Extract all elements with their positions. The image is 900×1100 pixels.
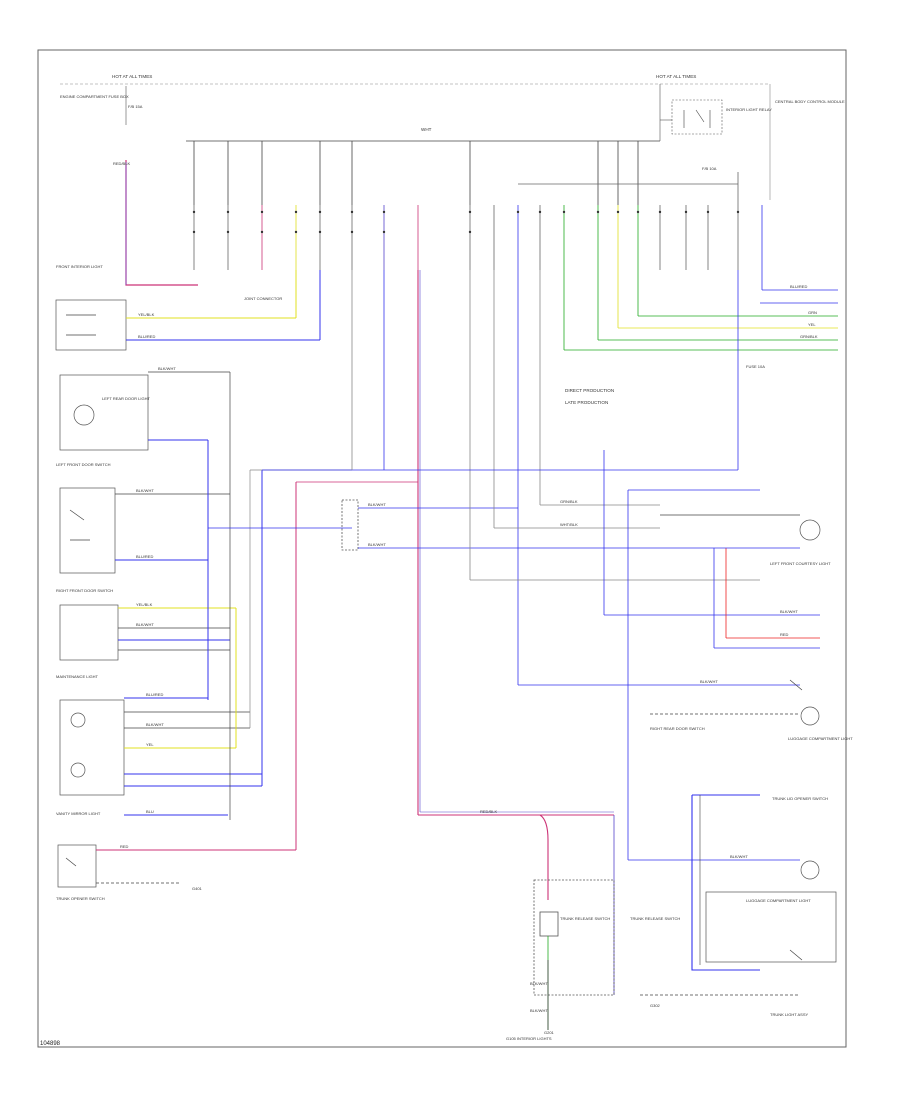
- luggage-light-label: LUGGAGE COMPARTMENT LIGHT: [788, 736, 853, 741]
- wire-label-blkwht-11: BLK/WHT: [530, 1008, 548, 1013]
- wire-label-whtblk-1: WHT/BLK: [560, 522, 578, 527]
- body-module-label: CENTRAL BODY CONTROL MODULE: [775, 99, 845, 104]
- wire-label-blured-1: BLU/RED: [138, 334, 155, 339]
- top-power-section: HOT AT ALL TIMES HOT AT ALL TIMES ENGINE…: [60, 74, 845, 286]
- trunk-release-label: TRUNK RELEASE SWITCH: [560, 916, 610, 921]
- map-light-label: FRONT INTERIOR LIGHT: [56, 264, 103, 269]
- trunk-lid-wire: [691, 794, 760, 971]
- trunk-lid-switch-label: TRUNK LID OPENER SWITCH: [772, 796, 828, 801]
- wire-label-yel-2: YEL: [808, 322, 816, 327]
- trunk-lid-module: [705, 891, 837, 963]
- fuse-left-label: F/B 15A: [128, 104, 143, 109]
- ground-mid-label: G201: [544, 1030, 555, 1035]
- wire-label-blu-1: BLU: [146, 809, 154, 814]
- wire-label-blured-3: BLU/RED: [146, 692, 163, 697]
- lh-courtesy-label: LUGGAGE COMPARTMENT LIGHT: [746, 898, 811, 903]
- wire-label-blkwht-7: BLK/WHT: [700, 679, 718, 684]
- luggage-bulb: [800, 706, 820, 726]
- wire-label-grnblk-2: GRN/BLK: [800, 334, 818, 339]
- interior-light-relay: [671, 99, 723, 135]
- late-production-note: LATE PRODUCTION: [565, 400, 608, 405]
- wire-label-blkwht-9: BLK/WHT: [730, 854, 748, 859]
- wire-label-yel-1: YEL: [146, 742, 154, 747]
- right-front-switch-box: [59, 604, 119, 661]
- diagram-frame: [37, 49, 847, 1048]
- trunk-opener-switch-box: [57, 844, 97, 888]
- lf-switch-label: LEFT FRONT DOOR SWITCH: [56, 462, 111, 467]
- joint-connector-label: JOINT CONNECTOR: [244, 296, 282, 301]
- left-rear-bulb: [73, 404, 95, 426]
- courtesy-lamp-label: LEFT FRONT COURTESY LIGHT: [770, 561, 831, 566]
- wire-label-blkwht-10: BLK/WHT: [530, 981, 548, 986]
- ground-right-label: G302: [650, 1003, 661, 1008]
- page-id: 104898: [40, 1041, 61, 1047]
- wire-label-blkwht-4: BLK/WHT: [146, 722, 164, 727]
- wire-label-red-2: RED: [780, 632, 789, 637]
- left-components: FRONT INTERIOR LIGHT YEL/BLK BLU/RED LEF…: [55, 264, 321, 901]
- ground-left-label: G401: [192, 886, 203, 891]
- fuse-mid-label: FUSE 10A: [746, 364, 765, 369]
- wire-label-blkwht-6: BLK/WHT: [368, 542, 386, 547]
- rr-switch-label: RIGHT REAR DOOR SWITCH: [650, 726, 705, 731]
- left-front-switch-box: [59, 487, 116, 574]
- left-rear-light-box: [59, 374, 149, 451]
- rf-switch-label: RIGHT FRONT DOOR SWITCH: [56, 588, 113, 593]
- right-components: LEFT FRONT COURTESY LIGHT RIGHT REAR DOO…: [640, 514, 853, 1017]
- trunk-release-section: RED/BLK TRUNK RELEASE SWITCH TRUNK RELEA…: [418, 809, 680, 1041]
- engine-fuse-box-label: ENGINE COMPARTMENT FUSE BOX: [60, 94, 129, 99]
- bus-label: WHT: [421, 127, 432, 132]
- wire-label-redblk-1: RED/BLK: [113, 161, 130, 166]
- middle-routing: BLK/WHT BLK/WHT GRN/BLK WHT/BLK BLK/WHT …: [208, 270, 838, 861]
- wire-label-yelblk-1: YEL/BLK: [138, 312, 155, 317]
- maintenance-light-box: [59, 699, 125, 796]
- wire-label-yelblk-2: YEL/BLK: [136, 602, 153, 607]
- connector-row: [193, 205, 763, 290]
- wire-label-blkwht-2: BLK/WHT: [136, 488, 154, 493]
- courtesy-lamp-bulb: [799, 519, 821, 541]
- hot-label-right: HOT AT ALL TIMES: [656, 74, 696, 79]
- maintenance-label: MAINTENANCE LIGHT: [56, 674, 99, 679]
- relay-label: INTERIOR LIGHT RELAY: [726, 107, 772, 112]
- hot-label-left: HOT AT ALL TIMES: [112, 74, 152, 79]
- pink-feed-left: [125, 160, 198, 286]
- wire-label-redblk-2: RED/BLK: [480, 809, 497, 814]
- wire-label-blkwht-5: BLK/WHT: [368, 502, 386, 507]
- wire-label-blured-4: BLU/RED: [790, 284, 807, 289]
- trunk-lid-bulb: [800, 860, 820, 880]
- fuse-right-label: F/B 10A: [702, 166, 717, 171]
- trunk-switch-label: TRUNK OPENER SWITCH: [56, 896, 105, 901]
- wire-label-grnblk-1: GRN/BLK: [560, 499, 578, 504]
- wire-label-red-1: RED: [120, 844, 129, 849]
- wire-label-blkwht-8: BLK/WHT: [780, 609, 798, 614]
- branch-columns: JOINT CONNECTOR F/B 10A: [192, 141, 763, 301]
- junction-block: [341, 499, 359, 551]
- direct-production-note: DIRECT PRODUCTION: [565, 388, 614, 393]
- wire-label-blkwht-3: BLK/WHT: [136, 622, 154, 627]
- wire-label-grn-1: GRN: [808, 310, 817, 315]
- map-light-box: [55, 299, 127, 351]
- trunk-release-relay: [533, 879, 615, 996]
- trunk-release-label-2: TRUNK RELEASE SWITCH: [630, 916, 680, 921]
- left-rear-light-label: LEFT REAR DOOR LIGHT: [102, 396, 150, 401]
- trunk-light-bottom-label: TRUNK LIGHT ASSY: [770, 1012, 808, 1017]
- wire-label-blkwht-1: BLK/WHT: [158, 366, 176, 371]
- wire-label-blured-2: BLU/RED: [136, 554, 153, 559]
- vanity-label: VANITY MIRROR LIGHT: [56, 811, 101, 816]
- ground-bottom-label: G105 INTERIOR LIGHTS: [506, 1036, 552, 1041]
